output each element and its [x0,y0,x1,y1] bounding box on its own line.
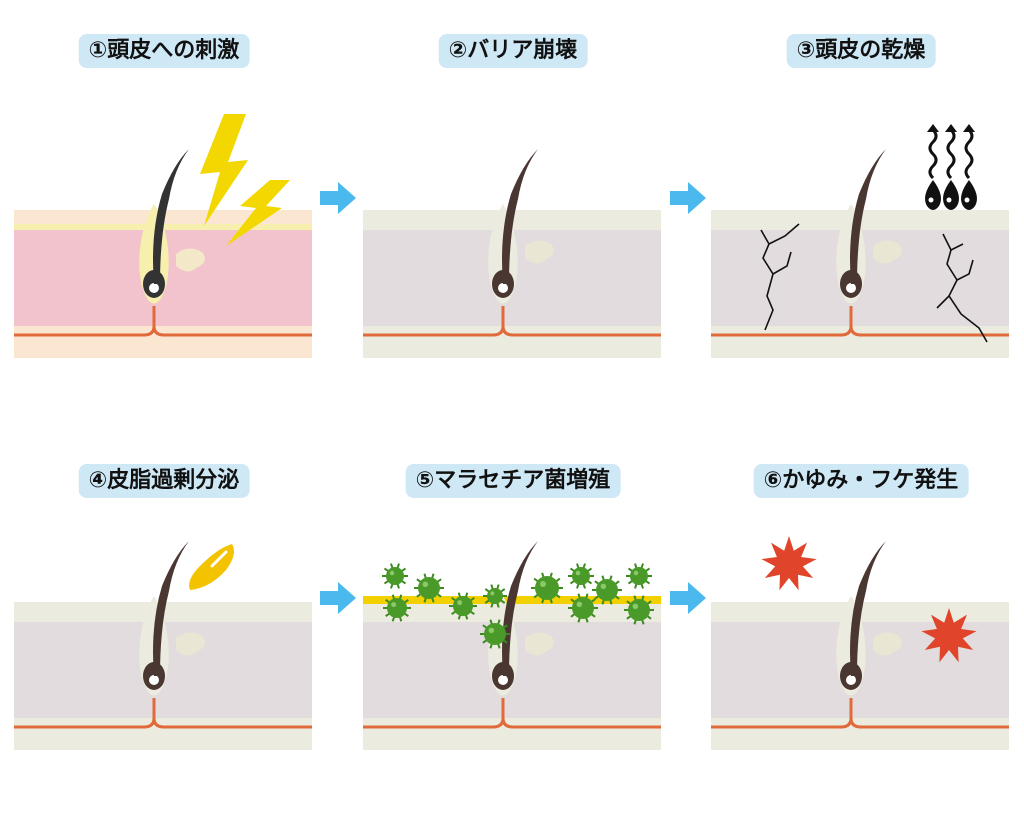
bacteria-cluster [382,563,654,649]
scalp-irritation-illustration [14,114,312,358]
blood-vessel [711,698,1009,729]
hair [153,541,189,676]
bacterium-icon [626,563,652,589]
skin-base [363,718,661,750]
arrow-right-icon-4 [670,582,706,614]
skin-base [711,718,1009,750]
sebaceous-gland [525,240,554,264]
bacterium-icon [382,563,408,589]
hair [153,149,189,284]
bacterium-icon [480,619,510,649]
step-6-label: ⑥かゆみ・フケ発生 [753,464,969,498]
itch-burst-icon-right [921,608,977,663]
papilla [846,675,856,685]
bacterium-icon [383,594,411,622]
sebaceous-gland [873,632,902,656]
arrow-right-icon-3 [320,582,356,614]
skin-base [14,718,312,750]
bacterium-icon [449,592,477,620]
itch-dandruff-illustration [711,536,1009,750]
excess-sebum-illustration [14,541,312,750]
lightning-icon-small [226,180,290,246]
blood-vessel [14,306,312,337]
step-6-panel: ⑥かゆみ・フケ発生 [711,464,1011,824]
bacterium-icon [531,572,563,604]
malassezia-growth-illustration [363,541,661,750]
hair [502,149,538,284]
sebaceous-gland [176,632,205,656]
blood-vessel [363,698,661,729]
skin-base [711,326,1009,358]
step-2-panel: ②バリア崩壊 [363,34,663,394]
hair [850,541,886,676]
step-4-label: ④皮脂過剰分泌 [78,464,250,498]
sebaceous-gland [176,248,205,272]
blood-vessel [711,306,1009,337]
skin-base [14,326,312,358]
sebum-shine [210,550,228,568]
barrier-collapse-illustration [363,149,661,358]
step-2-label: ②バリア崩壊 [438,34,588,68]
papilla [498,283,508,293]
bacterium-icon [592,575,622,605]
bacterium-icon [568,563,594,589]
bacterium-icon [414,573,444,603]
hair [850,149,886,284]
bacterium-icon [483,584,507,608]
crack-right [936,233,988,343]
lightning-icon-large [200,114,248,226]
evaporation-icon [925,124,977,210]
bacterium-icon [624,595,654,625]
sebaceous-gland [873,240,902,264]
blood-vessel [14,698,312,729]
sebaceous-gland [525,632,554,656]
hair [502,541,538,676]
papilla [149,283,159,293]
skin-base [363,326,661,358]
step-1-label: ①頭皮への刺激 [78,34,250,68]
arrow-right-icon-2 [670,182,706,214]
papilla [149,675,159,685]
step-4-panel: ④皮脂過剰分泌 [14,464,314,824]
bacterium-icon [568,593,598,623]
scalp-dryness-illustration [711,124,1009,358]
step-3-label: ③頭皮の乾燥 [786,34,936,68]
step-3-panel: ③頭皮の乾燥 [711,34,1011,394]
step-5-panel: ⑤マラセチア菌増殖 [363,464,663,824]
blood-vessel [363,306,661,337]
step-1-panel: ①頭皮への刺激 [14,34,314,394]
step-5-label: ⑤マラセチア菌増殖 [405,464,621,498]
itch-burst-icon-left [761,536,817,591]
arrow-right-icon-1 [320,182,356,214]
papilla [498,675,508,685]
crack-left [760,223,800,331]
papilla [846,283,856,293]
